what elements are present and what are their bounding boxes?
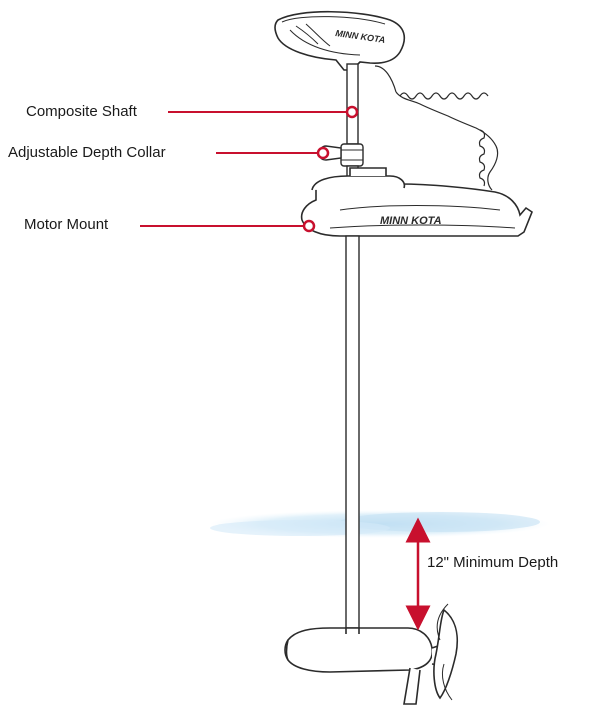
minimum-depth-label: 12" Minimum Depth — [427, 554, 559, 571]
callout-composite-shaft — [168, 105, 359, 119]
motor-mount — [300, 167, 533, 237]
motor-mount-label: Motor Mount — [24, 216, 109, 233]
tiller-handle — [274, 10, 406, 71]
lower-unit-motor — [284, 603, 459, 705]
composite-shaft-lower — [345, 235, 360, 635]
water-surface — [210, 510, 550, 538]
mount-logo: MINN KOTA — [380, 215, 442, 227]
coiled-cord — [374, 65, 499, 191]
callout-motor-mount — [140, 219, 316, 233]
composite-shaft-label: Composite Shaft — [26, 103, 137, 120]
composite-shaft-upper — [346, 63, 359, 145]
callout-depth-collar — [216, 146, 330, 160]
depth-collar-label: Adjustable Depth Collar — [8, 144, 166, 161]
